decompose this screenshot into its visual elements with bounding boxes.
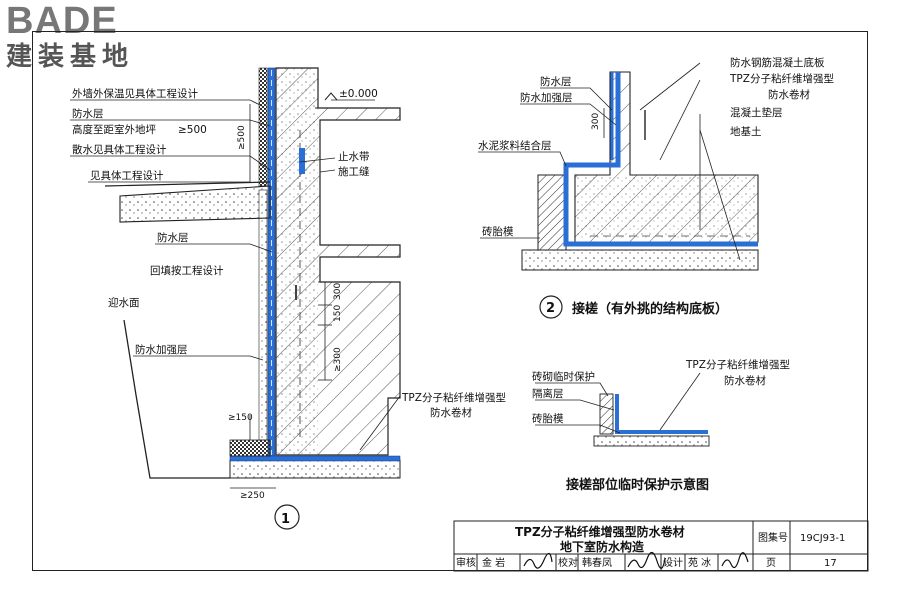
d3-label-membrane-line2: 防水卷材	[724, 374, 766, 387]
label-reinforced-layer: 防水加强层	[135, 343, 188, 356]
dim-500: ≥500	[237, 125, 247, 150]
waterstop	[299, 148, 305, 174]
d2-brick-mold	[537, 174, 567, 251]
dim-300b: ≥300	[333, 347, 343, 372]
detail-3-caption: 接槎部位临时保护示意图	[566, 477, 709, 493]
d2-label-subgrade: 地基土	[730, 125, 762, 138]
label-membrane-line2: 防水卷材	[430, 406, 472, 419]
signature-checker	[627, 551, 666, 569]
detail-2-number-circle	[539, 295, 563, 319]
d3-label-isolation-layer: 隔离层	[532, 387, 564, 400]
label-water-face: 迎水面	[108, 297, 140, 309]
insulation-strip	[258, 67, 268, 187]
apron-slab	[119, 185, 271, 223]
membrane-bottom	[229, 455, 401, 462]
d2-label-mortar-layer: 水泥浆料结合层	[478, 139, 552, 152]
d2-cushion	[521, 249, 759, 271]
tb-reviewer: 金 岩	[482, 556, 505, 569]
label-membrane-line1: TPZ分子粘纤维增强型	[401, 391, 506, 404]
detail-3: 砖砌临时保护 隔离层 砖胎模 TPZ分子粘纤维增强型 防水卷材 接槎部位临时保护…	[532, 358, 790, 493]
label-waterproof-layer-2: 防水层	[157, 231, 189, 244]
d2-dim-300: 300	[591, 113, 601, 130]
tb-atlas-label: 图集号	[758, 531, 788, 544]
detail-2-number: 2	[546, 301, 555, 316]
logo-brand: BADE	[6, 0, 118, 42]
label-gte-500: ≥500	[178, 124, 207, 136]
logo-brand-cn: 建装基地	[6, 42, 135, 72]
bottom-cushion	[229, 459, 401, 479]
d3-cushion	[593, 435, 710, 447]
d2-label-membrane-line1: TPZ分子粘纤维增强型	[729, 72, 834, 85]
d3-label-brick-protection: 砖砌临时保护	[532, 370, 595, 383]
label-exterior-insulation: 外墙外保温见具体工程设计	[72, 87, 198, 100]
d3-label-brick-mold: 砖胎模	[532, 412, 564, 425]
dim-150: 150	[333, 305, 343, 322]
label-backfill: 回填按工程设计	[150, 264, 224, 277]
tb-check-label: 校对	[558, 556, 578, 569]
d2-label-reinforced-layer: 防水加强层	[520, 91, 573, 104]
water-face-line	[123, 319, 230, 479]
tb-page-no: 17	[824, 558, 837, 569]
tb-title-line1: TPZ分子粘纤维增强型防水卷材	[515, 524, 685, 539]
d2-label-brick-mold: 砖胎模	[482, 225, 514, 238]
d2-label-cushion: 混凝土垫层	[730, 106, 783, 119]
tb-page-label: 页	[766, 557, 776, 569]
d2-label-waterproof-layer: 防水层	[540, 75, 572, 88]
tb-checker: 韩春凤	[582, 556, 612, 569]
label-construction-joint: 施工缝	[338, 165, 370, 178]
dim-300a: 300	[333, 283, 343, 300]
detail-1-number-circle	[274, 504, 300, 530]
label-apron: 散水见具体工程设计	[72, 143, 167, 156]
drawing-sheet	[32, 31, 868, 571]
signature-designer	[721, 552, 749, 569]
d2-label-slab: 防水钢筋混凝土底板	[730, 56, 825, 69]
tb-atlas-no: 19CJ93-1	[800, 533, 845, 544]
d3-label-membrane-line1: TPZ分子粘纤维增强型	[685, 358, 790, 371]
detail-1-number: 1	[281, 512, 290, 527]
label-specific-design: 见具体工程设计	[90, 169, 164, 182]
tb-review-label: 审核	[456, 556, 476, 569]
detail-2-caption: 接槎（有外挑的结构底板）	[572, 301, 728, 317]
tb-design-label: 设计	[663, 556, 683, 569]
d2-label-membrane-line2: 防水卷材	[768, 88, 810, 101]
detail-1: ±0.000 外墙外保温见具体工程设计 防水层 高度至距室外地坪 ≥500 散水…	[70, 67, 506, 530]
signature-reviewer	[523, 552, 553, 569]
bade-logo: BADE 建装基地	[6, 2, 156, 72]
tb-designer: 苑 冰	[688, 556, 711, 569]
label-height-note: 高度至距室外地坪	[72, 123, 156, 136]
label-waterproof-layer: 防水层	[72, 107, 104, 120]
detail-2: 防水层 防水加强层 水泥浆料结合层 砖胎模 防水钢筋混凝土底板 TPZ分子粘纤维…	[478, 56, 834, 319]
tb-title-line2: 地下室防水构造	[560, 539, 645, 554]
dim-250: ≥250	[240, 491, 265, 501]
label-waterstop: 止水带	[338, 151, 370, 163]
dim-150b: ≥150	[228, 413, 253, 423]
elevation-label: ±0.000	[339, 88, 378, 100]
